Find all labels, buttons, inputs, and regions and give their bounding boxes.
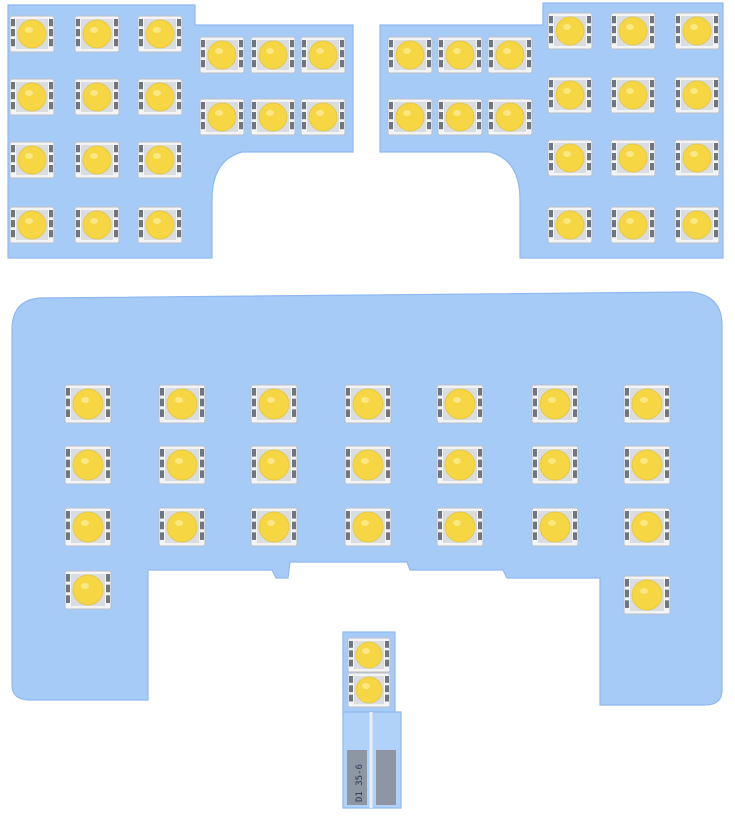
smd-led bbox=[674, 76, 720, 114]
smd-led bbox=[250, 445, 298, 485]
smd-led bbox=[623, 445, 671, 485]
smd-led bbox=[199, 98, 245, 136]
smd-led bbox=[387, 98, 433, 136]
smd-led bbox=[64, 384, 112, 424]
led-group bbox=[9, 12, 720, 708]
smd-led bbox=[137, 141, 183, 179]
smd-led bbox=[347, 637, 391, 673]
smd-led bbox=[9, 141, 55, 179]
smd-led bbox=[250, 384, 298, 424]
smd-led bbox=[9, 206, 55, 244]
smd-led bbox=[531, 445, 579, 485]
smd-led bbox=[623, 384, 671, 424]
board-print-text: D1 35-6 bbox=[355, 764, 365, 802]
smd-led bbox=[347, 672, 391, 708]
smd-led bbox=[623, 507, 671, 547]
smd-led bbox=[436, 384, 484, 424]
smd-led bbox=[344, 384, 392, 424]
smd-led bbox=[437, 36, 483, 74]
smd-led bbox=[674, 12, 720, 50]
smd-led bbox=[547, 139, 593, 177]
smd-led bbox=[250, 98, 296, 136]
smd-led bbox=[199, 36, 245, 74]
smd-led bbox=[487, 36, 533, 74]
smd-led bbox=[158, 445, 206, 485]
smd-led bbox=[674, 206, 720, 244]
smd-led bbox=[610, 12, 656, 50]
smd-led bbox=[610, 139, 656, 177]
smd-led bbox=[137, 206, 183, 244]
smd-led bbox=[547, 206, 593, 244]
smd-led bbox=[487, 98, 533, 136]
wedge-contact-left bbox=[347, 750, 367, 805]
smd-led bbox=[74, 15, 120, 53]
smd-led bbox=[623, 575, 671, 615]
smd-led bbox=[674, 139, 720, 177]
smd-led bbox=[344, 507, 392, 547]
wedge-contact-right bbox=[376, 750, 396, 805]
smd-led bbox=[531, 507, 579, 547]
smd-led bbox=[74, 206, 120, 244]
smd-led bbox=[64, 570, 112, 610]
smd-led bbox=[158, 507, 206, 547]
smd-led bbox=[64, 445, 112, 485]
smd-led bbox=[9, 78, 55, 116]
smd-led bbox=[547, 76, 593, 114]
smd-led bbox=[437, 98, 483, 136]
smd-led bbox=[547, 12, 593, 50]
smd-led bbox=[158, 384, 206, 424]
smd-led bbox=[137, 15, 183, 53]
smd-led bbox=[436, 507, 484, 547]
smd-led bbox=[610, 76, 656, 114]
smd-led bbox=[610, 206, 656, 244]
smd-led bbox=[64, 507, 112, 547]
smd-led bbox=[387, 36, 433, 74]
smd-led bbox=[436, 445, 484, 485]
smd-led bbox=[9, 15, 55, 53]
smd-led bbox=[300, 36, 346, 74]
smd-led bbox=[250, 507, 298, 547]
smd-led bbox=[250, 36, 296, 74]
smd-led bbox=[531, 384, 579, 424]
smd-led bbox=[74, 78, 120, 116]
smd-led bbox=[344, 445, 392, 485]
smd-led bbox=[74, 141, 120, 179]
smd-led bbox=[300, 98, 346, 136]
smd-led bbox=[137, 78, 183, 116]
